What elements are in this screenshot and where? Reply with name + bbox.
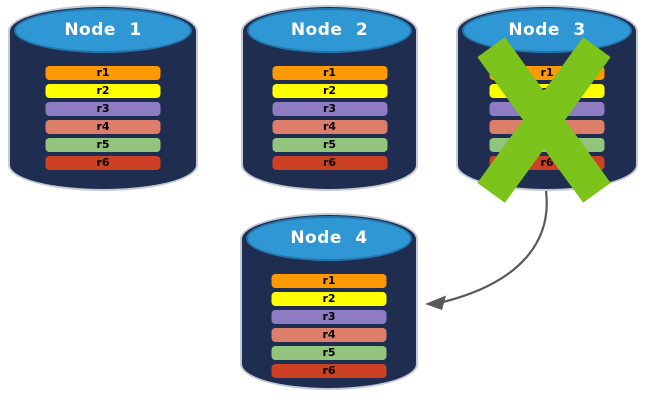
cylinder-top-face: Node 2 bbox=[247, 8, 412, 53]
replica-row: r1 bbox=[45, 66, 161, 80]
replica-row: r6 bbox=[45, 156, 161, 170]
node-title: Node 1 bbox=[64, 19, 142, 40]
replica-row: r4 bbox=[272, 120, 387, 134]
cylinder-top-face: Node 1 bbox=[14, 8, 192, 53]
replica-row: r4 bbox=[271, 328, 387, 342]
cylinder-top-face: Node 4 bbox=[246, 216, 412, 261]
arrow-curve bbox=[442, 190, 548, 304]
replica-row: r5 bbox=[271, 346, 387, 360]
replica-row: r3 bbox=[45, 102, 161, 116]
failure-x-icon bbox=[477, 37, 611, 203]
replica-row: r3 bbox=[271, 310, 387, 324]
replica-rows: r1 r2 r3 r4 r5 r6 bbox=[45, 66, 161, 170]
replica-row: r4 bbox=[45, 120, 161, 134]
replica-row: r2 bbox=[272, 84, 387, 98]
node-1-cylinder: Node 1 r1 r2 r3 r4 r5 r6 bbox=[8, 5, 198, 191]
replica-row: r1 bbox=[272, 66, 387, 80]
replica-rows: r1 r2 r3 r4 r5 r6 bbox=[272, 66, 387, 170]
node-2-cylinder: Node 2 r1 r2 r3 r4 r5 r6 bbox=[241, 5, 418, 191]
replica-row: r6 bbox=[271, 364, 387, 378]
replica-row: r1 bbox=[271, 274, 387, 288]
replica-row: r5 bbox=[45, 138, 161, 152]
replica-row: r2 bbox=[45, 84, 161, 98]
node-title: Node 3 bbox=[508, 19, 586, 40]
replica-rows: r1 r2 r3 r4 r5 r6 bbox=[271, 274, 387, 378]
replica-row: r2 bbox=[271, 292, 387, 306]
node-title: Node 4 bbox=[290, 227, 368, 248]
node-title: Node 2 bbox=[290, 19, 369, 40]
replica-row: r5 bbox=[272, 138, 387, 152]
replica-row: r3 bbox=[272, 102, 387, 116]
cylinder-top-face: Node 3 bbox=[462, 8, 632, 53]
node-3-cylinder: Node 3 r1 r2 r3 r4 r5 r6 bbox=[456, 5, 638, 203]
replica-row: r6 bbox=[272, 156, 387, 170]
arrow-head-icon bbox=[425, 295, 446, 310]
node-4-cylinder: Node 4 r1 r2 r3 r4 r5 r6 bbox=[240, 213, 418, 390]
